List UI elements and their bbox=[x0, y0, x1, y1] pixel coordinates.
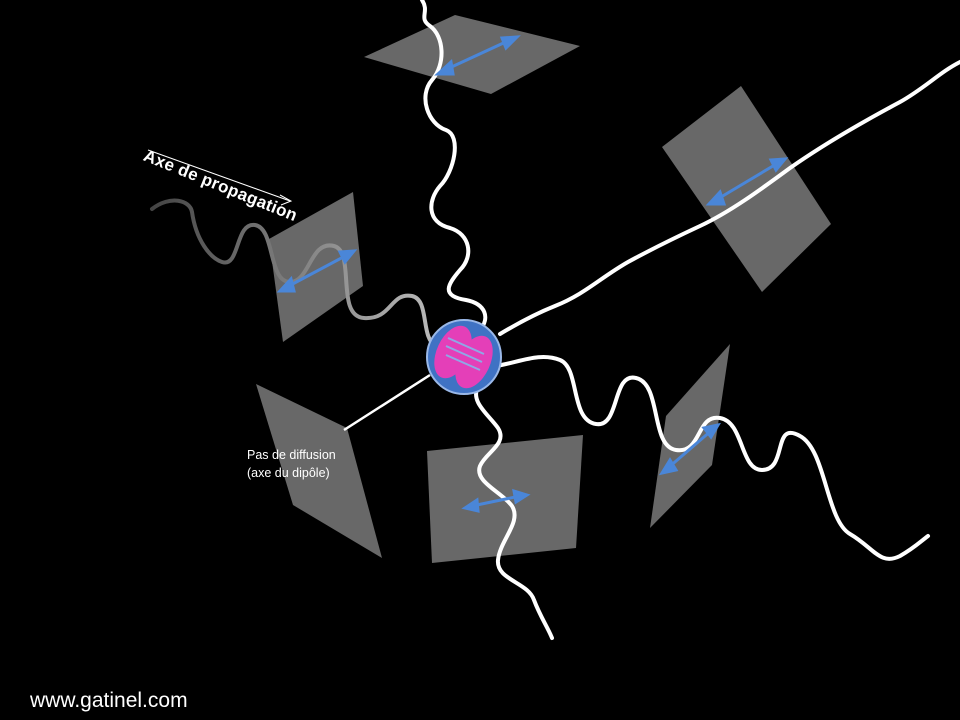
molecule-icon bbox=[426, 319, 502, 395]
dipole-label-line2: (axe du dipôle) bbox=[247, 466, 330, 480]
lower-right-plane bbox=[650, 344, 730, 528]
dipole-axis-label: Pas de diffusion (axe du dipôle) bbox=[247, 446, 336, 482]
upper-right-plane bbox=[662, 86, 831, 292]
forward-wave bbox=[498, 60, 960, 336]
polarization-arrows bbox=[276, 35, 789, 513]
dipole-plane bbox=[256, 384, 382, 558]
dipole-label-line1: Pas de diffusion bbox=[247, 448, 336, 462]
lateral-wave bbox=[494, 355, 930, 561]
vertical-wave bbox=[420, 0, 488, 362]
dipole-axis-line bbox=[343, 373, 431, 432]
top-plane bbox=[364, 15, 580, 94]
vertical-wave-lower bbox=[474, 384, 554, 640]
arrow-bottom bbox=[461, 488, 531, 513]
left-plane bbox=[269, 192, 363, 342]
arrow-top bbox=[434, 35, 521, 76]
propagation-arrow bbox=[147, 149, 293, 206]
arrow-left bbox=[276, 249, 358, 293]
arrow-upper-right bbox=[705, 157, 789, 206]
arrow-lower-right bbox=[658, 422, 722, 476]
website-watermark: www.gatinel.com bbox=[30, 689, 188, 712]
